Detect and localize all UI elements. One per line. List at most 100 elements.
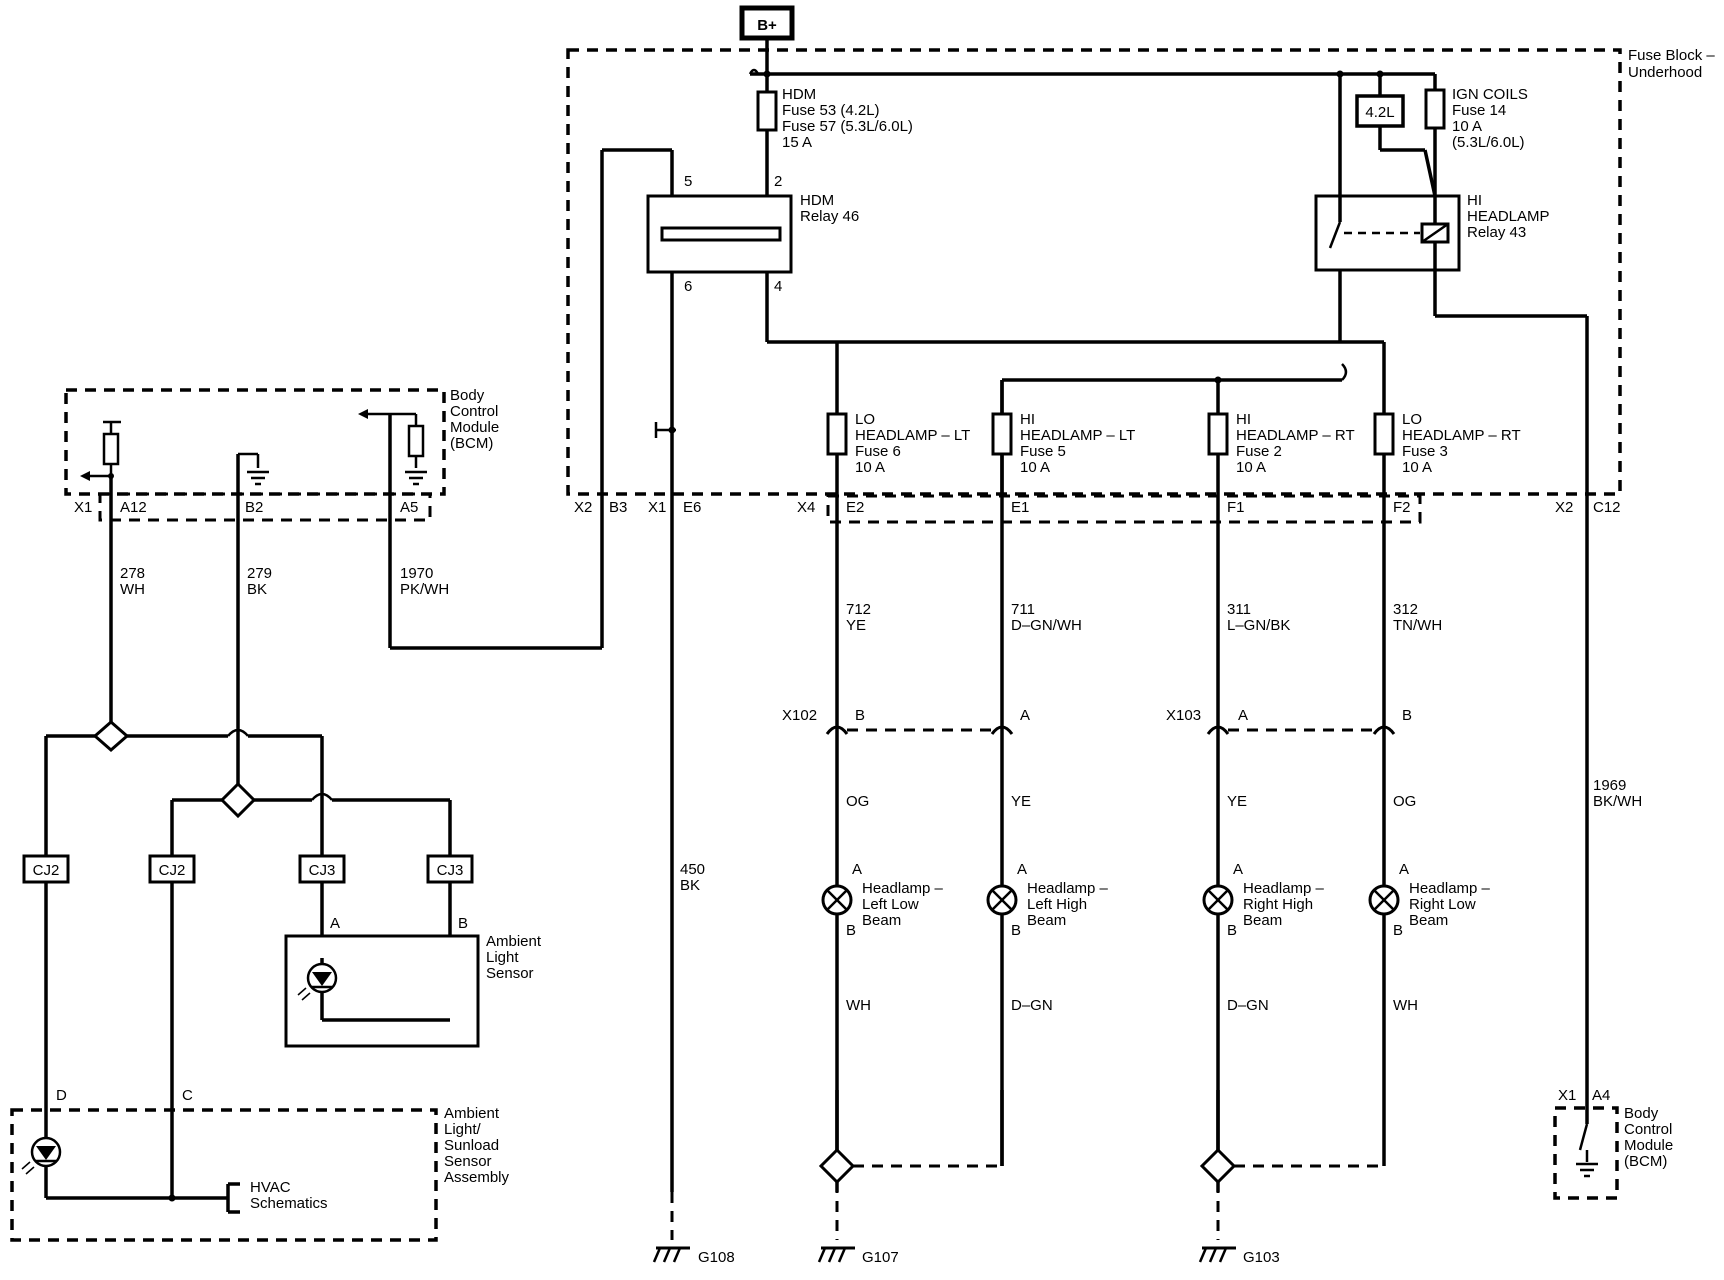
diagram-text: X4 (797, 499, 815, 516)
sunload-label-2: Light/ (444, 1121, 482, 1138)
sunload-sensor-assembly (10, 1108, 438, 1242)
diagram-text: Headlamp – (1027, 880, 1109, 897)
diagram-text: HEADLAMP – RT (1236, 427, 1355, 444)
hdm-fuse (756, 90, 778, 132)
diagram-text: TN/WH (1393, 617, 1442, 634)
diagram-text: Beam (862, 912, 901, 929)
fuse-hi-headlamp-lt: HI HEADLAMP – LT Fuse 5 10 A (991, 380, 1135, 1166)
bcm-top-label-4: (BCM) (450, 435, 493, 452)
diagram-text: Left Low (862, 896, 919, 913)
fuse-block-label-2: Underhood (1628, 64, 1702, 81)
diagram-text: E1 (1011, 499, 1029, 516)
fuse-hi-headlamp-rt: HI HEADLAMP – RT Fuse 2 10 A (1207, 380, 1355, 1192)
cj-splice-packs: CJ2 CJ2 CJ3 CJ3 (22, 854, 474, 884)
bcm-top-label-3: Module (450, 419, 499, 436)
hdm-fuse-label-2: Fuse 53 (4.2L) (782, 102, 880, 119)
diagram-text: CJ3 (309, 862, 336, 879)
bcm-top-connectors: X1 A12 B2 A5 (74, 499, 418, 516)
diagram-text: A (1233, 861, 1243, 878)
diagram-text: CJ2 (33, 862, 60, 879)
diagram-text: YE (846, 617, 866, 634)
diagram-text: Beam (1409, 912, 1448, 929)
ambient-label-1: Ambient (486, 933, 542, 950)
diagram-text: Left High (1027, 896, 1087, 913)
bplus-box: B+ (739, 5, 795, 41)
diagram-text: LO (855, 411, 875, 428)
diagram-text: G103 (1243, 1249, 1280, 1266)
diagram-text: OG (846, 793, 869, 810)
diagram-text: A5 (400, 499, 418, 516)
diagram-text: Right Low (1409, 896, 1476, 913)
ground-g103: G103 (1198, 1246, 1280, 1266)
diagram-text: 312 (1393, 601, 1418, 618)
fuse-block-label-1: Fuse Block – (1628, 47, 1715, 64)
hdm-relay-pin-6: 6 (684, 278, 692, 295)
ambient-light-sensor (284, 934, 480, 1048)
diagram-text: Fuse 5 (1020, 443, 1066, 460)
diagram-text: G107 (862, 1249, 899, 1266)
hi-relay-label-1: HI (1467, 192, 1482, 209)
diagram-text: BK (680, 877, 700, 894)
bcm-top-label-2: Control (450, 403, 498, 420)
hvac-label-2: Schematics (250, 1195, 328, 1212)
diagram-text: YE (1227, 793, 1247, 810)
ambient-pin-b: B (458, 915, 468, 932)
ground-g108: G108 (652, 1246, 735, 1266)
diagram-text: 1969 (1593, 777, 1626, 794)
hdm-fuse-label-3: Fuse 57 (5.3L/6.0L) (782, 118, 913, 135)
diagram-text: Headlamp – (1409, 880, 1491, 897)
inline-connectors: X102 B A X103 A B (782, 707, 1412, 724)
diagram-text: B (1393, 922, 1403, 939)
bcm-bottom-label-1: Body (1624, 1105, 1659, 1122)
diagram-text: OG (1393, 793, 1416, 810)
diagram-text: HEADLAMP – LT (855, 427, 970, 444)
hi-relay-label-3: Relay 43 (1467, 224, 1526, 241)
wire-278-num: 278 (120, 565, 145, 582)
diagram-text: 311 (1227, 601, 1251, 618)
wire-279-num: 279 (247, 565, 272, 582)
wire-1970-num: 1970 (400, 565, 433, 582)
diagram-text: A12 (120, 499, 147, 516)
splice-g107 (818, 1147, 856, 1185)
headlamp-left-low: A B Headlamp – Left Low Beam (821, 861, 944, 939)
diagram-text: 712 (846, 601, 871, 618)
headlamp-right-high: A B Headlamp – Right High Beam (1202, 861, 1325, 939)
ign-coils-fuse (1424, 88, 1446, 130)
diagram-text: D–GN (1011, 997, 1053, 1014)
hdm-relay-pin-5: 5 (684, 173, 692, 190)
ground-g107: G107 (817, 1246, 899, 1266)
diagram-text: BK/WH (1593, 793, 1642, 810)
hdm-fuse-label-4: 15 A (782, 134, 812, 151)
diagram-text: Headlamp – (862, 880, 944, 897)
bcm-bottom-label-3: Module (1624, 1137, 1673, 1154)
diagram-text: A (852, 861, 862, 878)
hdm-relay-label-1: HDM (800, 192, 834, 209)
headlamp-left-high: A B Headlamp – Left High Beam (986, 861, 1109, 939)
diagram-text: G108 (698, 1249, 735, 1266)
engine-option-label: 4.2L (1365, 104, 1394, 121)
diagram-text: Beam (1243, 912, 1282, 929)
diagram-text: CJ3 (437, 862, 464, 879)
diagram-text: WH (846, 997, 871, 1014)
diagram-text: B2 (245, 499, 263, 516)
ign-fuse-label-1: IGN COILS (1452, 86, 1528, 103)
wire-278-color: WH (120, 581, 145, 598)
wire-279-color: BK (247, 581, 267, 598)
ambient-label-2: Light (486, 949, 519, 966)
sunload-label-5: Assembly (444, 1169, 510, 1186)
fuse-block-outline (566, 48, 1622, 496)
bcm-a4-label: A4 (1592, 1087, 1610, 1104)
splice-278 (92, 720, 130, 752)
bplus-label: B+ (757, 17, 777, 34)
diagram-text: 10 A (855, 459, 885, 476)
diagram-text: B (1227, 922, 1237, 939)
bcm-bottom-label-2: Control (1624, 1121, 1672, 1138)
ign-fuse-label-2: Fuse 14 (1452, 102, 1506, 119)
bcm-x1-label: X1 (1558, 1087, 1576, 1104)
bcm-top-label-1: Body (450, 387, 485, 404)
ambient-pin-a: A (330, 915, 340, 932)
diagram-text: HEADLAMP – LT (1020, 427, 1135, 444)
diagram-text: A (1238, 707, 1248, 724)
diagram-text: X103 (1166, 707, 1201, 724)
ign-fuse-label-4: (5.3L/6.0L) (1452, 134, 1525, 151)
